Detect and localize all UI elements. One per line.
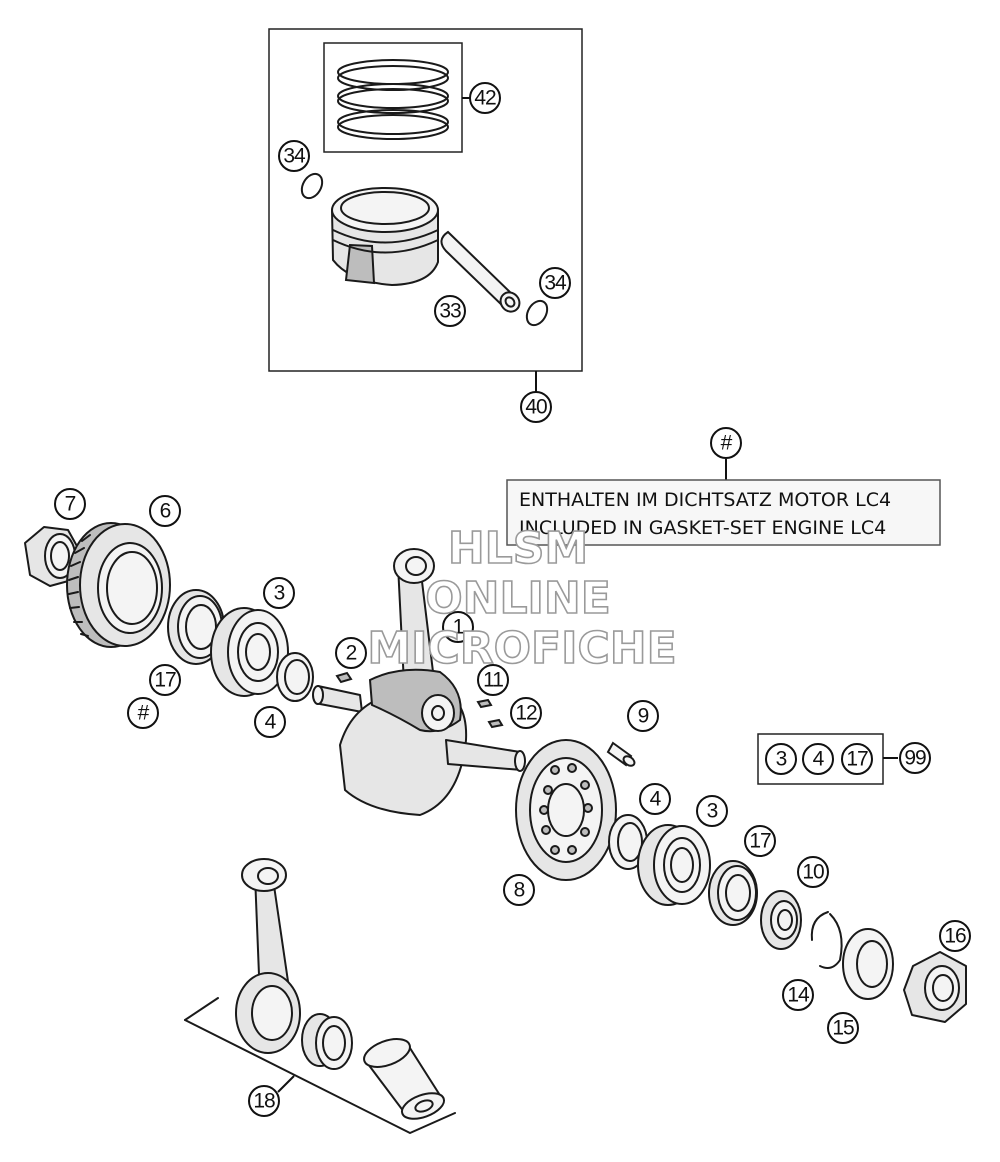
callout-3-right[interactable]: 3 (696, 795, 728, 827)
svg-text:2: 2 (346, 642, 357, 665)
woodruff-key-2 (335, 671, 353, 684)
callout-34-upper[interactable]: 34 (278, 140, 310, 172)
crank-nut-left (24, 526, 79, 587)
callout-hash-left[interactable]: # (127, 697, 159, 729)
svg-text:4: 4 (813, 748, 825, 771)
main-bearing-left (210, 607, 289, 697)
svg-text:11: 11 (483, 669, 503, 692)
piston-kit-frame (268, 28, 583, 372)
svg-text:10: 10 (802, 861, 824, 884)
callout-4-right[interactable]: 4 (639, 783, 671, 815)
shaft-seal-right (708, 860, 758, 926)
piston (331, 187, 439, 286)
gasket-set-note: ENTHALTEN IM DICHTSATZ MOTOR LC4 INCLUDE… (506, 459, 941, 546)
svg-text:42: 42 (474, 87, 496, 110)
callout-34-lower[interactable]: 34 (539, 267, 571, 299)
svg-text:34: 34 (283, 145, 306, 168)
svg-text:12: 12 (515, 702, 537, 725)
svg-text:3: 3 (707, 800, 718, 823)
kit-item-3[interactable]: 3 (765, 743, 797, 775)
piston-rings (337, 59, 449, 140)
svg-text:1: 1 (453, 616, 464, 639)
callout-18[interactable]: 18 (248, 1085, 280, 1117)
lock-washer (842, 928, 894, 1000)
svg-text:4: 4 (650, 788, 662, 811)
woodruff-key-12 (487, 718, 504, 729)
svg-text:4: 4 (265, 711, 277, 734)
svg-text:18: 18 (253, 1090, 275, 1113)
piston-pin (440, 230, 521, 313)
callout-42[interactable]: 42 (469, 82, 501, 114)
svg-text:17: 17 (749, 830, 771, 853)
dowel-pin (606, 741, 636, 767)
svg-text:#: # (138, 702, 150, 725)
timing-sprocket (760, 890, 802, 950)
callout-40[interactable]: 40 (520, 391, 552, 423)
watermark-line-1: HLSM (448, 523, 588, 574)
callout-14[interactable]: 14 (782, 979, 814, 1011)
bearing-kit-equation (757, 733, 898, 785)
svg-text:9: 9 (638, 705, 649, 728)
watermark: HLSM ONLINE MICROFICHE (367, 522, 678, 675)
svg-text:8: 8 (514, 879, 525, 902)
kit-item-17[interactable]: 17 (841, 743, 873, 775)
svg-text:33: 33 (439, 300, 461, 323)
callout-17-left[interactable]: 17 (149, 664, 181, 696)
callout-1[interactable]: 1 (442, 611, 474, 643)
note-line-2: INCLUDED IN GASKET-SET ENGINE LC4 (519, 517, 886, 539)
svg-text:16: 16 (944, 925, 966, 948)
callout-8[interactable]: 8 (503, 874, 535, 906)
callout-6[interactable]: 6 (149, 495, 181, 527)
callouts: 42 34 34 33 40 # 7 6 3 17 # 4 2 1 11 12 … (54, 82, 971, 1117)
svg-text:99: 99 (904, 747, 926, 770)
note-line-1: ENTHALTEN IM DICHTSATZ MOTOR LC4 (519, 489, 891, 511)
callout-10[interactable]: 10 (797, 856, 829, 888)
svg-text:17: 17 (846, 748, 868, 771)
svg-text:34: 34 (544, 272, 567, 295)
shim-left (276, 652, 314, 702)
callout-hash-note[interactable]: # (710, 427, 742, 459)
callout-12[interactable]: 12 (510, 697, 542, 729)
callout-3-left[interactable]: 3 (263, 577, 295, 609)
watermark-line-2: ONLINE (425, 573, 611, 624)
svg-text:17: 17 (154, 669, 176, 692)
conrod-kit-group (184, 858, 456, 1134)
svg-text:3: 3 (274, 582, 285, 605)
kit-result-99[interactable]: 99 (899, 742, 931, 774)
callout-17-right[interactable]: 17 (744, 825, 776, 857)
crankshaft-assembly (312, 548, 526, 816)
note-frame (506, 479, 941, 546)
woodruff-key-11 (476, 698, 493, 709)
callout-33[interactable]: 33 (434, 295, 466, 327)
callout-11[interactable]: 11 (477, 664, 509, 696)
callout-9[interactable]: 9 (627, 700, 659, 732)
balancer-gear (66, 522, 171, 648)
callout-7[interactable]: 7 (54, 488, 86, 520)
watermark-line-3: MICROFICHE (367, 623, 676, 674)
callout-15[interactable]: 15 (827, 1012, 859, 1044)
circlip-upper (300, 172, 324, 200)
svg-text:3: 3 (776, 748, 787, 771)
crank-nut-right (903, 951, 967, 1023)
svg-text:15: 15 (832, 1017, 854, 1040)
callout-2[interactable]: 2 (335, 637, 367, 669)
svg-text:6: 6 (160, 500, 171, 523)
piston-kit-group (268, 28, 583, 392)
main-bearing-right (637, 824, 711, 906)
kit-item-4[interactable]: 4 (802, 743, 834, 775)
svg-text:7: 7 (65, 493, 76, 516)
callout-16[interactable]: 16 (939, 920, 971, 952)
callout-4-left[interactable]: 4 (254, 706, 286, 738)
svg-text:14: 14 (787, 984, 810, 1007)
svg-text:#: # (721, 432, 733, 455)
primary-gear (515, 739, 617, 881)
svg-text:40: 40 (525, 396, 547, 419)
retaining-ring (810, 911, 843, 969)
circlip-lower (525, 299, 549, 327)
